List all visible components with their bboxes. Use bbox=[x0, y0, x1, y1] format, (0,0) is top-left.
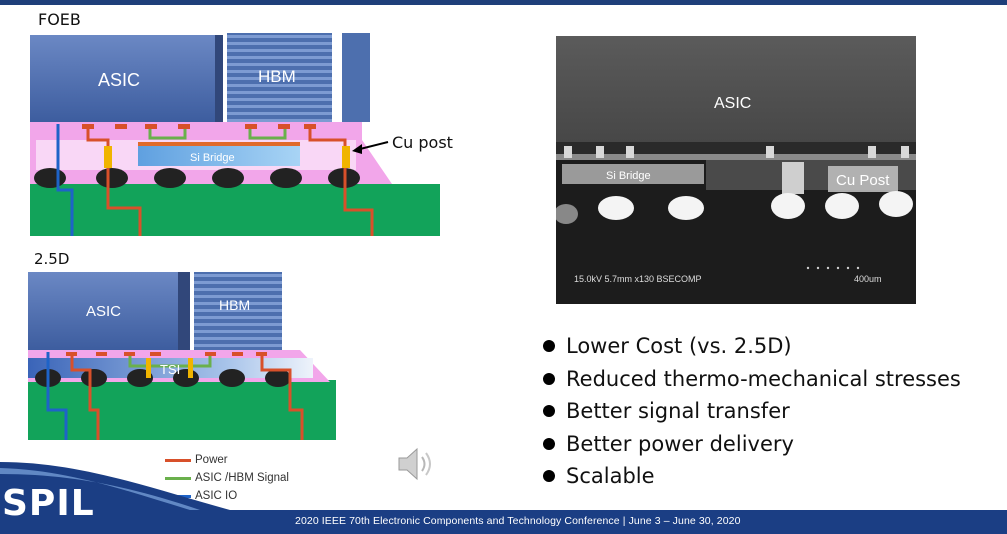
cu-post-label: Cu post bbox=[392, 133, 453, 152]
d25-hbm bbox=[194, 272, 282, 350]
feature-item: Better power delivery bbox=[543, 428, 961, 461]
d25-asic-label: ASIC bbox=[86, 303, 121, 320]
sem-si-bridge bbox=[562, 164, 704, 184]
foeb-bridge-label: Si Bridge bbox=[190, 152, 235, 164]
d25-asic bbox=[28, 272, 178, 350]
d25-power-lines bbox=[70, 352, 304, 440]
footer-bar bbox=[0, 510, 1007, 534]
sem-bridge-label: Si Bridge bbox=[606, 170, 651, 182]
spil-logo: SPIL bbox=[2, 483, 95, 524]
legend-signal-swatch bbox=[165, 476, 191, 480]
sem-asic-label: ASIC bbox=[714, 95, 751, 112]
legend-signal: ASIC /HBM Signal bbox=[165, 472, 289, 484]
d25-io-line bbox=[46, 352, 68, 440]
sem-cu-post bbox=[782, 162, 804, 194]
conference-label: 2020 IEEE 70th Electronic Components and… bbox=[295, 515, 741, 527]
legend-power-swatch bbox=[165, 458, 191, 462]
sem-scale-label: 400um bbox=[854, 274, 882, 284]
d25-tsi-label: TSI bbox=[160, 362, 180, 377]
d25-pads bbox=[66, 352, 267, 356]
foeb-hbm-label: HBM bbox=[258, 67, 296, 86]
sem-bumps bbox=[556, 191, 913, 224]
top-rule bbox=[0, 0, 1007, 5]
d25-hbm-label: HBM bbox=[219, 297, 250, 313]
d25-title: 2.5D bbox=[34, 250, 70, 268]
foeb-diagram: ASIC HBM Si Bridge bbox=[30, 33, 440, 236]
foeb-substrate bbox=[30, 184, 440, 236]
foeb-signal-lines bbox=[148, 126, 287, 140]
sem-asic-die bbox=[556, 36, 916, 142]
bullet-icon bbox=[543, 405, 555, 418]
legend-power: Power bbox=[165, 454, 228, 466]
bullet-icon bbox=[543, 340, 555, 353]
foeb-power-lines bbox=[86, 124, 374, 236]
sem-image: ASIC Si Bridge Cu Post 15.0kV 5.7mm x130… bbox=[556, 36, 916, 304]
foeb-hbm bbox=[227, 33, 332, 122]
sem-cu-post-label: Cu Post bbox=[836, 172, 890, 189]
foeb-asic bbox=[30, 35, 215, 122]
bullet-icon bbox=[543, 437, 555, 450]
d25-diagram: ASIC HBM TSI bbox=[28, 272, 336, 440]
d25-signal-lines bbox=[128, 354, 212, 368]
feature-item: Lower Cost (vs. 2.5D) bbox=[543, 330, 961, 363]
feature-item: Better signal transfer bbox=[543, 395, 961, 428]
feature-item: Scalable bbox=[543, 460, 961, 493]
foeb-pads bbox=[82, 124, 316, 129]
foeb-asic-label: ASIC bbox=[98, 70, 140, 90]
feature-list: Lower Cost (vs. 2.5D) Reduced thermo-mec… bbox=[543, 330, 961, 493]
bullet-icon bbox=[543, 470, 555, 483]
sem-info-label: 15.0kV 5.7mm x130 BSECOMP bbox=[574, 274, 702, 284]
foeb-title: FOEB bbox=[38, 10, 81, 29]
speaker-icon[interactable] bbox=[395, 446, 437, 482]
feature-item: Reduced thermo-mechanical stresses bbox=[543, 363, 961, 396]
foeb-io-line bbox=[56, 124, 74, 236]
foeb-si-bridge bbox=[138, 146, 300, 166]
d25-substrate bbox=[28, 380, 336, 440]
bullet-icon bbox=[543, 372, 555, 385]
